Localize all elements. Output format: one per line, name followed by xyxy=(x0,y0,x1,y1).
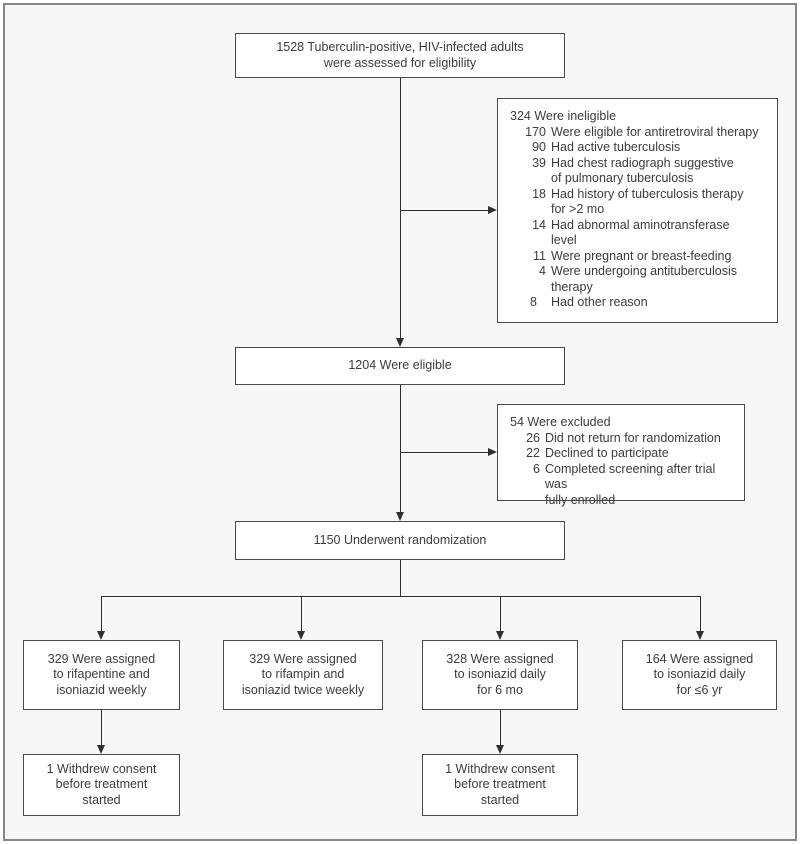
item-text: Declined to participate xyxy=(545,446,669,460)
connector-to-ineligible xyxy=(401,210,489,211)
item-count: 26 xyxy=(526,430,540,445)
item-text: Were pregnant or breast-feeding xyxy=(551,248,732,263)
connector-branch-arm1 xyxy=(101,596,102,631)
connector-branch-arm3 xyxy=(500,596,501,631)
text-line: for 6 mo xyxy=(477,682,523,697)
text-line: 329 Were assigned xyxy=(47,651,156,666)
text-line: for ≤6 yr xyxy=(676,682,723,697)
item-text: Had active tuberculosis xyxy=(551,140,681,154)
breakdown-item: 22 Declined to participate xyxy=(522,446,739,462)
text-line: 1 Withdrew consent xyxy=(445,761,555,776)
item-count: 6 xyxy=(533,461,540,476)
box-excluded: 54 Were excluded 26 Did not return for ra… xyxy=(497,404,745,507)
arrowhead-down-eligible xyxy=(396,338,404,347)
ineligible-item-list: 170 Were eligible for antiretroviral ther… xyxy=(510,125,772,311)
breakdown-item: 11 Were pregnant or breast-feeding xyxy=(522,249,772,265)
connector-eligible-to-randomization xyxy=(400,385,401,513)
arrowhead-right-excluded xyxy=(488,448,497,456)
item-count: 90 xyxy=(532,140,546,154)
arrowhead-down-withdrawal2 xyxy=(496,745,504,754)
text-line: before treatment xyxy=(454,777,546,792)
breakdown-item: 170 Were eligible for antiretroviral ther… xyxy=(522,125,772,141)
box-assessed-for-eligibility: 1528 Tuberculin-positive, HIV-infected a… xyxy=(235,33,565,78)
connector-branch-arm4 xyxy=(700,596,701,631)
text-line: started xyxy=(480,792,520,807)
ineligible-title: 324 Were ineligible xyxy=(510,109,617,123)
text-line: to rifapentine and xyxy=(53,667,150,682)
item-text: Were eligible for antiretroviral therapy xyxy=(551,124,759,139)
item-count: 22 xyxy=(526,446,540,460)
item-count: 11 xyxy=(533,248,546,263)
text-line: 164 Were assigned xyxy=(645,651,754,666)
text-line: isoniazid twice weekly xyxy=(241,682,365,697)
item-count: 4 xyxy=(539,264,546,278)
arrowhead-down-withdrawal1 xyxy=(97,745,105,754)
excluded-item-list: 26 Did not return for randomization 22 Decl… xyxy=(510,431,739,509)
text-line: before treatment xyxy=(55,777,148,792)
text-line: 1 Withdrew consent xyxy=(46,761,157,776)
connector-to-excluded xyxy=(401,452,489,453)
text-line: to rifampin and xyxy=(261,667,345,682)
item-count: 14 xyxy=(532,217,546,232)
text-line: 1204 Were eligible xyxy=(348,358,452,373)
text-line: to isoniazid daily xyxy=(653,667,746,682)
connector-branch-arm2 xyxy=(301,596,302,631)
breakdown-item: 90 Had active tuberculosis xyxy=(522,140,772,156)
item-count: 8 xyxy=(530,295,537,309)
connector-branch-horizontal xyxy=(101,596,701,597)
arrowhead-down-arm2 xyxy=(297,631,305,640)
item-count: 39 xyxy=(532,155,546,170)
excluded-title: 54 Were excluded xyxy=(510,415,611,429)
text-line: 328 Were assigned xyxy=(446,651,554,666)
text-line: to isoniazid daily xyxy=(454,667,546,682)
connector-assessed-to-eligible xyxy=(400,78,401,339)
text-line: 1150 Underwent randomization xyxy=(313,532,487,547)
text-line: 329 Were assigned xyxy=(249,651,357,666)
box-underwent-randomization: 1150 Underwent randomization xyxy=(235,521,565,560)
connector-randomization-stub xyxy=(400,560,401,597)
arrowhead-down-randomization xyxy=(396,512,404,521)
box-ineligible: 324 Were ineligible 170 Were eligible for… xyxy=(497,98,778,323)
arrowhead-down-arm1 xyxy=(97,631,105,640)
breakdown-item: 8 Had other reason xyxy=(522,295,772,311)
item-text: Had other reason xyxy=(551,295,648,309)
arrowhead-down-arm4 xyxy=(696,631,704,640)
item-text: Did not return for randomization xyxy=(545,430,721,445)
item-count: 170 xyxy=(525,124,546,139)
arrowhead-right-ineligible xyxy=(488,206,497,214)
box-eligible: 1204 Were eligible xyxy=(235,347,565,385)
connector-arm3-to-withdrawal xyxy=(500,710,501,745)
item-count: 18 xyxy=(532,186,546,201)
text-line: started xyxy=(82,792,121,807)
text-line: isoniazid weekly xyxy=(56,682,147,697)
connector-arm1-to-withdrawal xyxy=(101,710,102,745)
breakdown-item: 26 Did not return for randomization xyxy=(522,431,739,447)
arrowhead-down-arm3 xyxy=(496,631,504,640)
text-line: were assessed for eligibility xyxy=(323,55,477,70)
text-line: 1528 Tuberculin-positive, HIV-infected a… xyxy=(276,40,524,54)
